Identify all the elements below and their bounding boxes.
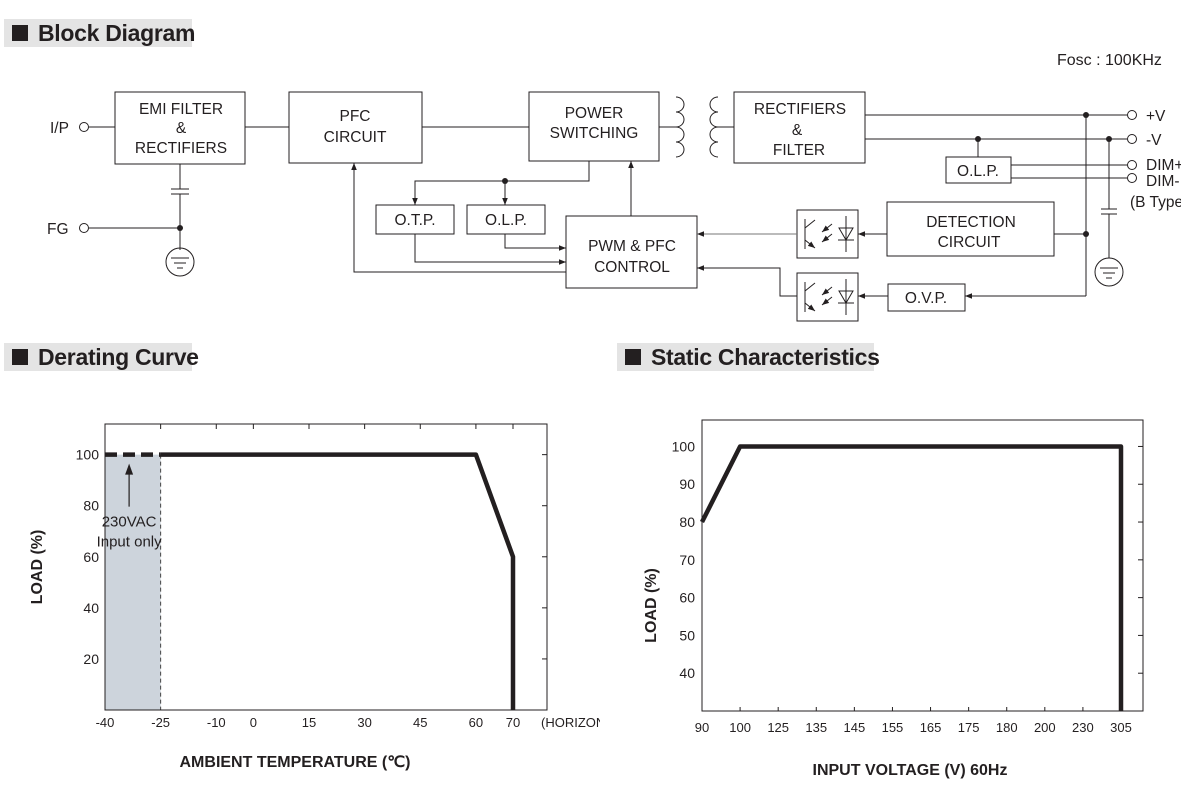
pfc-line-2: CIRCUIT	[324, 129, 387, 146]
ovp-label: O.V.P.	[905, 290, 947, 307]
x-tick-label: -25	[151, 715, 170, 730]
static-characteristics-header: Static Characteristics	[617, 343, 880, 371]
y-tick-label: 40	[83, 600, 99, 616]
y-tick-label: 60	[83, 549, 99, 565]
x-tick-label: -10	[207, 715, 226, 730]
x-axis-note: (HORIZONTAL)	[541, 715, 600, 730]
rect-line-3: FILTER	[773, 142, 825, 159]
detection-block	[886, 201, 1055, 257]
y-tick-label: 100	[672, 438, 696, 454]
y-tick-label: 70	[679, 552, 695, 568]
y-tick-label: 20	[83, 651, 99, 667]
optocoupler-bottom	[796, 272, 859, 322]
vplus-terminal	[1127, 110, 1137, 120]
plot-frame	[104, 423, 548, 711]
x-axis-label: INPUT VOLTAGE (V) 60Hz	[813, 762, 1008, 779]
fg-terminal	[79, 223, 89, 233]
y-axis-label: LOAD (%)	[643, 568, 660, 643]
plot-frame	[701, 419, 1144, 712]
power-line-2: SWITCHING	[550, 125, 639, 142]
block-diagram-header: Block Diagram	[4, 19, 196, 47]
olp-left-label: O.L.P.	[485, 212, 527, 229]
y-tick-label: 40	[679, 665, 695, 681]
dimminus-terminal	[1127, 173, 1137, 183]
detection-line-1: DETECTION	[926, 214, 1016, 231]
y-tick-label: 90	[679, 476, 695, 492]
static-characteristics-chart: 40 50 60 70 80 90 100 90 100 125 135 145 155 165 175 1…	[643, 419, 1144, 779]
optocoupler-icon	[804, 279, 854, 315]
vplus-label: +V	[1146, 108, 1166, 125]
y-axis-label: LOAD (%)	[29, 530, 46, 605]
header-square-icon	[12, 25, 28, 41]
annotation-line-2: Input only	[97, 534, 163, 551]
x-tick-label: 0	[250, 715, 257, 730]
x-tick-label: 165	[920, 720, 942, 735]
pwm-line-2: CONTROL	[594, 259, 670, 276]
emi-line-2: &	[176, 120, 187, 137]
emi-line-1: EMI FILTER	[139, 101, 223, 118]
y-tick-label: 80	[83, 498, 99, 514]
otp-label: O.T.P.	[394, 212, 435, 229]
emi-line-3: RECTIFIERS	[135, 140, 227, 157]
x-tick-label: 135	[805, 720, 827, 735]
pwm-line-1: PWM & PFC	[588, 238, 676, 255]
optocoupler-top	[796, 209, 859, 259]
y-tick-label: 50	[679, 627, 695, 643]
dimminus-label: DIM-	[1146, 173, 1180, 190]
dimplus-terminal	[1127, 160, 1137, 170]
header-square-icon	[12, 349, 28, 365]
derating-series-line	[160, 452, 516, 710]
derating-curve-title: Derating Curve	[38, 343, 199, 370]
annotation-line-1: 230VAC	[102, 514, 157, 531]
pfc-block	[288, 91, 423, 164]
x-tick-label: 180	[996, 720, 1018, 735]
dimplus-label: DIM+	[1146, 157, 1181, 174]
btype-label: (B Type)	[1130, 194, 1181, 211]
x-tick-label: 15	[302, 715, 316, 730]
block-diagram-title: Block Diagram	[38, 19, 196, 46]
vminus-terminal	[1127, 134, 1137, 144]
x-tick-label: 175	[958, 720, 980, 735]
vminus-label: -V	[1146, 132, 1162, 149]
static-characteristics-title: Static Characteristics	[651, 343, 880, 370]
x-tick-label: 100	[729, 720, 751, 735]
fosc-label: Fosc : 100KHz	[1057, 52, 1162, 69]
rect-line-1: RECTIFIERS	[754, 101, 846, 118]
x-tick-label: 200	[1034, 720, 1056, 735]
static-series-line	[699, 444, 1124, 711]
y-tick-label: 60	[679, 590, 695, 606]
optocoupler-icon	[804, 216, 854, 252]
x-tick-label: 45	[413, 715, 427, 730]
x-tick-label: 30	[357, 715, 371, 730]
x-tick-label: 155	[882, 720, 904, 735]
x-tick-label: 90	[695, 720, 709, 735]
x-axis-label: AMBIENT TEMPERATURE (℃)	[180, 754, 411, 771]
x-tick-label: 70	[506, 715, 520, 730]
x-tick-label: 60	[469, 715, 483, 730]
detection-line-2: CIRCUIT	[938, 234, 1001, 251]
olp-left-block	[466, 204, 546, 235]
y-tick-label: 100	[76, 447, 100, 463]
header-square-icon	[625, 349, 641, 365]
shaded-region	[105, 454, 161, 710]
y-tick-label: 80	[679, 514, 695, 530]
pfc-line-1: PFC	[340, 108, 371, 125]
x-tick-label: -40	[96, 715, 115, 730]
derating-curve-header: Derating Curve	[4, 343, 199, 371]
x-tick-label: 230	[1072, 720, 1094, 735]
ip-label: I/P	[50, 120, 69, 137]
x-tick-label: 305	[1110, 720, 1132, 735]
annotation-arrowhead	[125, 463, 134, 475]
power-line-1: POWER	[565, 105, 624, 122]
fg-label: FG	[47, 221, 69, 238]
block-diagram: EMI FILTER & RECTIFIERS PFC CIRCUIT POWE…	[47, 91, 1181, 322]
ip-terminal	[79, 122, 89, 132]
x-tick-label: 145	[844, 720, 866, 735]
olp-right-label: O.L.P.	[957, 163, 999, 180]
rect-line-2: &	[792, 122, 803, 139]
x-tick-label: 125	[767, 720, 789, 735]
